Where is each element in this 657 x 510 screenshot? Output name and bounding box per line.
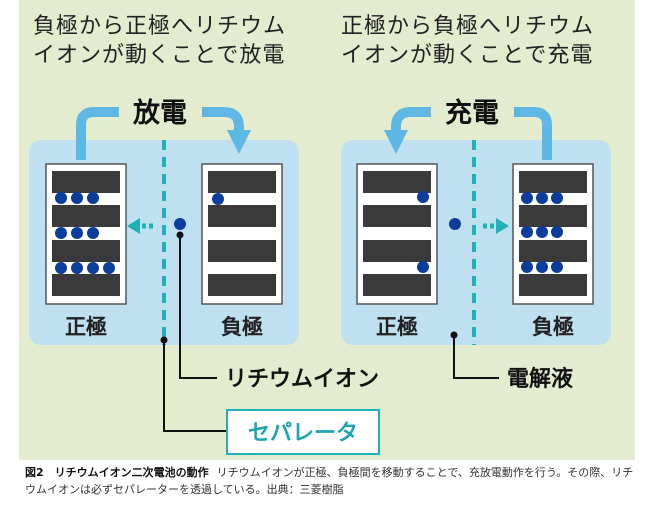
separator-label-box [226, 409, 380, 455]
battery-diagram-svg: 放電 充電 正極 負極 正極 負極 リチウムイオン 電解液 セパレータ [29, 97, 611, 455]
caption-text: リチウムイオンが正極、負極間を移動することで、充放電動作を行う。その際、リチウム… [25, 466, 634, 496]
discharge-circuit-arrow-left [76, 107, 119, 160]
right-negative-label: 負極 [532, 315, 574, 339]
discharge-positive-electrode [45, 163, 127, 305]
lithium-ion-label: リチウムイオン [225, 367, 379, 392]
electrolyte-leader [450, 331, 499, 379]
discharge-heading: 負極から正極へリチウム イオンが動くことで放電 [33, 14, 287, 68]
charge-positive-electrode [356, 163, 438, 305]
diagram-figure: 負極から正極へリチウム イオンが動くことで放電 正極から負極へリチウム イオンが… [19, 0, 635, 460]
figure-caption: 図2 リチウムイオン二次電池の動作リチウムイオンが正極、負極間を移動することで、… [25, 464, 635, 498]
discharge-negative-ion [212, 193, 224, 205]
charge-circuit-arrow-right [514, 107, 552, 160]
charge-moving-ion [449, 218, 461, 230]
left-positive-label: 正極 [65, 315, 107, 339]
discharge-positive-ions [55, 192, 115, 274]
discharge-ion-arrowhead [127, 218, 140, 234]
charge-label: 充電 [445, 97, 499, 129]
right-positive-label: 正極 [376, 315, 418, 339]
charge-negative-ions [521, 192, 563, 273]
caption-title: 図2 リチウムイオン二次電池の動作 [25, 466, 209, 479]
discharge-label: 放電 [132, 97, 187, 129]
charge-ion-arrowhead [496, 218, 509, 234]
electrolyte-label: 電解液 [507, 366, 573, 392]
charge-circuit-arrow-left [383, 107, 431, 155]
separator-label: セパレータ [248, 421, 358, 446]
charge-positive-ions [417, 191, 429, 273]
discharge-circuit-arrow-right [202, 107, 252, 155]
discharge-moving-ion [174, 218, 186, 230]
charge-heading: 正極から負極へリチウム イオンが動くことで充電 [341, 14, 595, 68]
left-negative-label: 負極 [221, 315, 263, 339]
lithium-ion-leader [176, 231, 217, 379]
discharge-negative-electrode [201, 163, 283, 305]
separator-leader [160, 336, 227, 432]
